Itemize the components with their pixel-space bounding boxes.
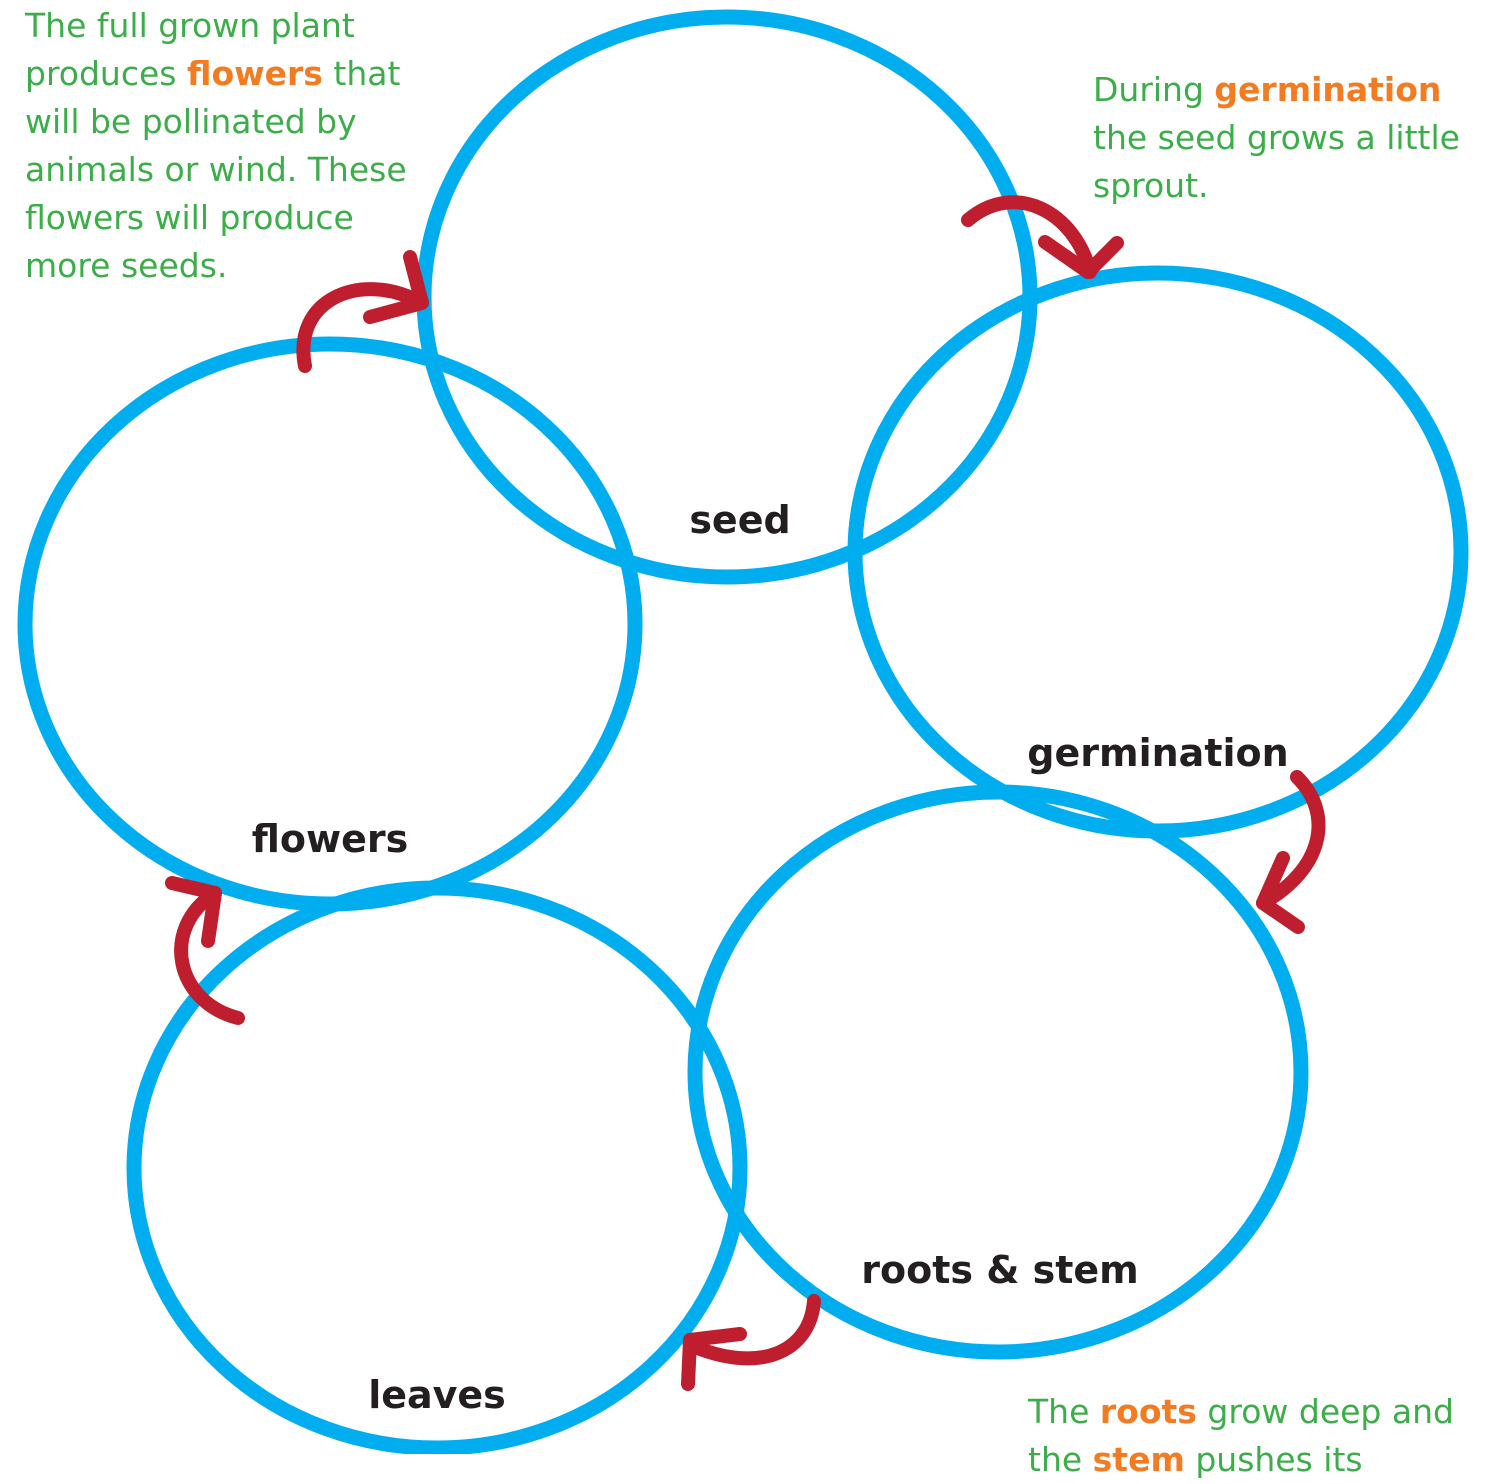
- stage-circle-seed: [416, 9, 1038, 585]
- flowers-stage-note: The full grown plant produces flowers th…: [25, 6, 407, 285]
- stem-keyword: stem: [1092, 1440, 1185, 1479]
- stage-label-seed: seed: [689, 498, 790, 542]
- stage-label-germination: germination: [1027, 731, 1288, 775]
- curved-arrow-icon: [1256, 770, 1326, 934]
- flowers-keyword: flowers: [186, 54, 323, 93]
- stage-label-flowers: flowers: [252, 817, 409, 861]
- curved-arrow-icon: [165, 876, 245, 1025]
- curved-arrow-icon: [961, 195, 1124, 279]
- stage-circle-roots-stem: [687, 784, 1309, 1360]
- curved-arrow-icon: [681, 1294, 821, 1391]
- germination-keyword: germination: [1214, 70, 1442, 109]
- germination-stage-note: During germination the seed grows a litt…: [1093, 70, 1460, 205]
- plant-life-cycle-diagram: seed germination roots & stem leaves flo…: [17, 9, 1469, 1454]
- roots-stage-note: The roots grow deep and the stem pushes …: [1028, 1392, 1454, 1479]
- stage-label-roots-stem: roots & stem: [861, 1248, 1139, 1292]
- stage-label-leaves: leaves: [368, 1373, 506, 1417]
- roots-keyword: roots: [1099, 1392, 1197, 1431]
- stage-circle-leaves: [126, 880, 748, 1454]
- curved-arrow-icon: [296, 250, 429, 373]
